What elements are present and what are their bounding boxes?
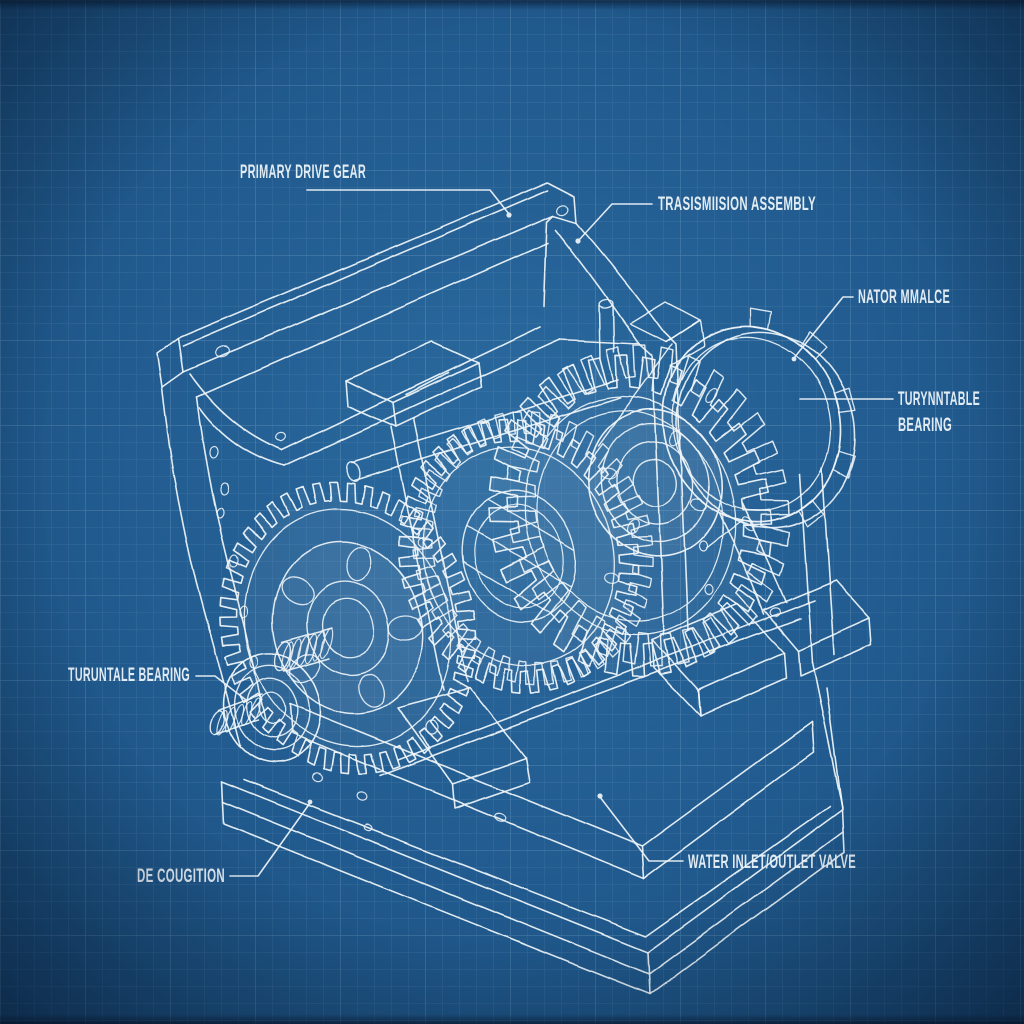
- bottom-edge-shadow: [0, 1014, 1024, 1024]
- top-edge-shadow: [0, 0, 1024, 10]
